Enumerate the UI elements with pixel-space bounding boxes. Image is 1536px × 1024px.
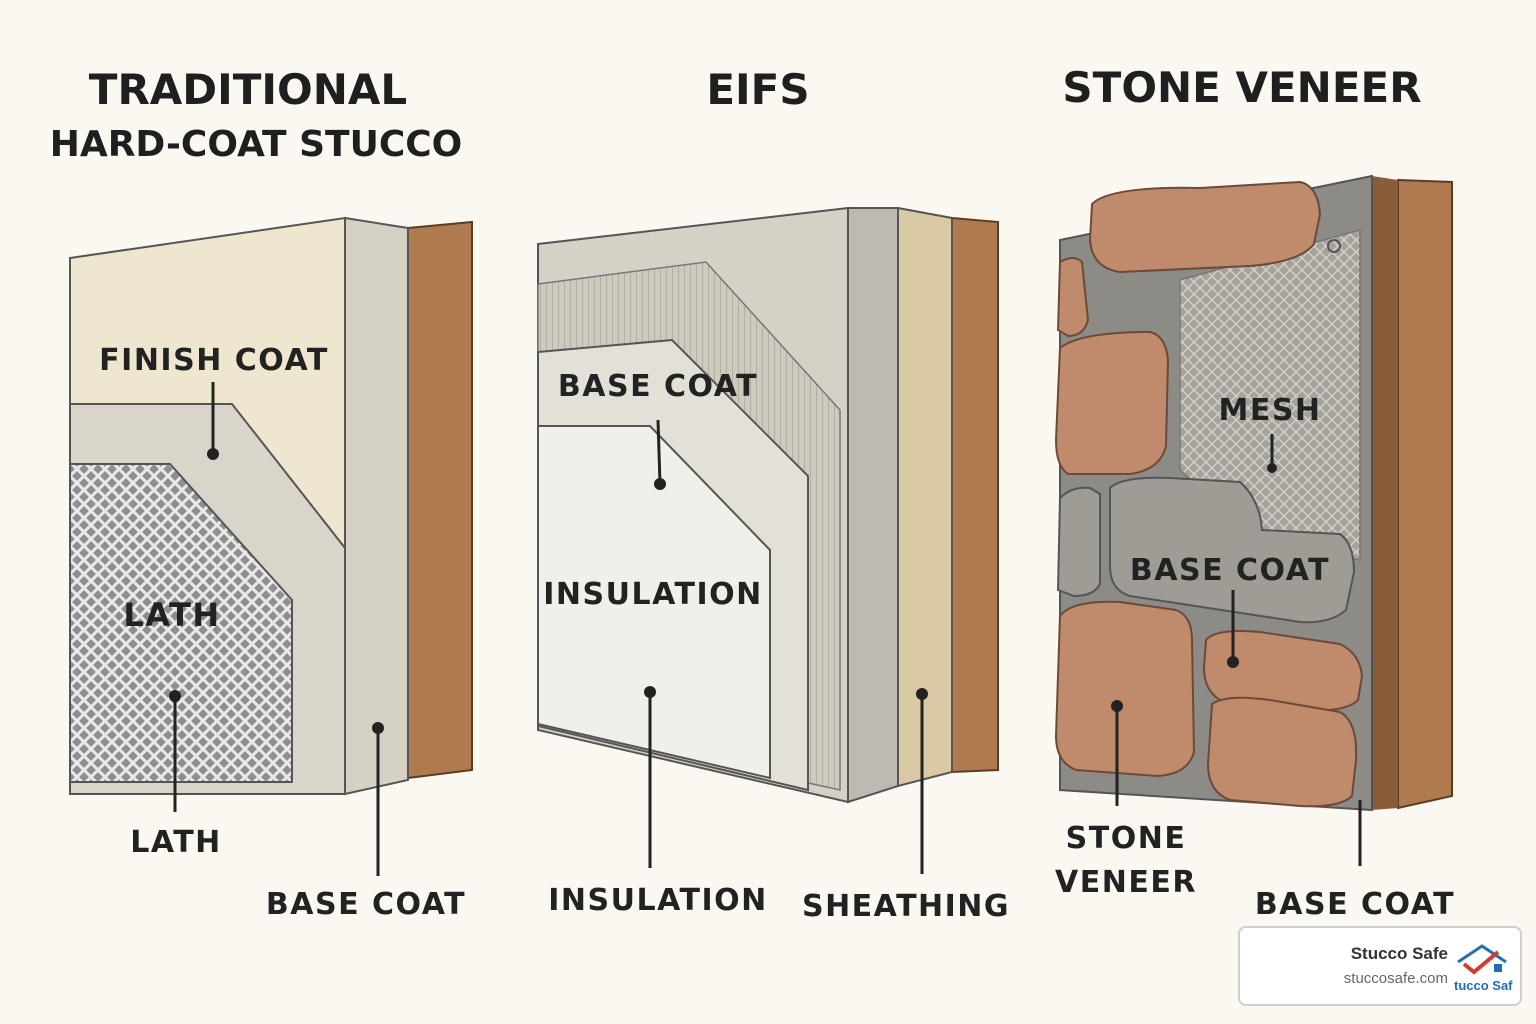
label-insulation-inner: INSULATION	[543, 577, 762, 612]
panel-traditional: TRADITIONAL HARD-COAT STUCCO FINISH COAT…	[50, 65, 473, 922]
label-sheathing-callout: SHEATHING	[802, 889, 1010, 924]
label-lath-inner: LATH	[123, 596, 220, 634]
sheathing-layer	[897, 206, 953, 788]
stone-veneer-stones	[1054, 180, 1364, 808]
label-base-coat-inner: BASE COAT	[1130, 553, 1330, 588]
label-mesh: MESH	[1218, 393, 1321, 428]
label-stone-veneer-callout-line-2: VENEER	[1055, 865, 1197, 900]
panel-eifs: EIFS BASE COAT INSULATION INSULATION SHE…	[537, 65, 1010, 924]
panel-stone-veneer-title: STONE VENEER	[1062, 63, 1421, 112]
stone	[1206, 696, 1358, 808]
wood-backing-layer	[1397, 178, 1453, 810]
wood-sheathing-layer	[407, 220, 473, 780]
brand-logo-text: tucco Saf	[1454, 978, 1513, 993]
panel-stone-veneer: STONE VENEER MESH BASE COAT STONE VENE	[1054, 63, 1455, 922]
panel-traditional-title-line-2: HARD-COAT STUCCO	[50, 124, 463, 165]
house-check-logo-icon	[1457, 944, 1507, 975]
wood-stud-layer	[951, 216, 999, 774]
block-side	[847, 207, 899, 804]
label-base-coat-callout: BASE COAT	[266, 887, 466, 922]
panel-eifs-title: EIFS	[706, 65, 809, 114]
stone	[1109, 476, 1356, 624]
stone	[1054, 330, 1170, 475]
stone	[1202, 630, 1364, 712]
label-base-coat-callout: BASE COAT	[1255, 887, 1455, 922]
label-lath-callout: LATH	[130, 825, 222, 860]
stone	[1056, 257, 1090, 338]
stone	[1088, 180, 1322, 274]
panel-traditional-title-line-1: TRADITIONAL	[89, 65, 407, 114]
brand-badge: Stucco Safe stuccosafe.com tucco Saf	[1238, 926, 1522, 1006]
block-side	[344, 216, 409, 796]
label-insulation-callout: INSULATION	[548, 883, 767, 918]
fastener-icon	[1327, 239, 1341, 253]
label-stone-veneer-callout-line-1: STONE	[1066, 821, 1187, 856]
stone	[1054, 600, 1196, 778]
brand-url: stuccosafe.com	[1343, 970, 1448, 987]
brand-name: Stucco Safe	[1350, 944, 1448, 963]
insulation-layer	[537, 425, 771, 780]
stone	[1056, 486, 1101, 598]
lath-layer	[69, 463, 293, 783]
label-finish-coat: FINISH COAT	[99, 343, 329, 378]
label-base-coat: BASE COAT	[558, 369, 758, 404]
